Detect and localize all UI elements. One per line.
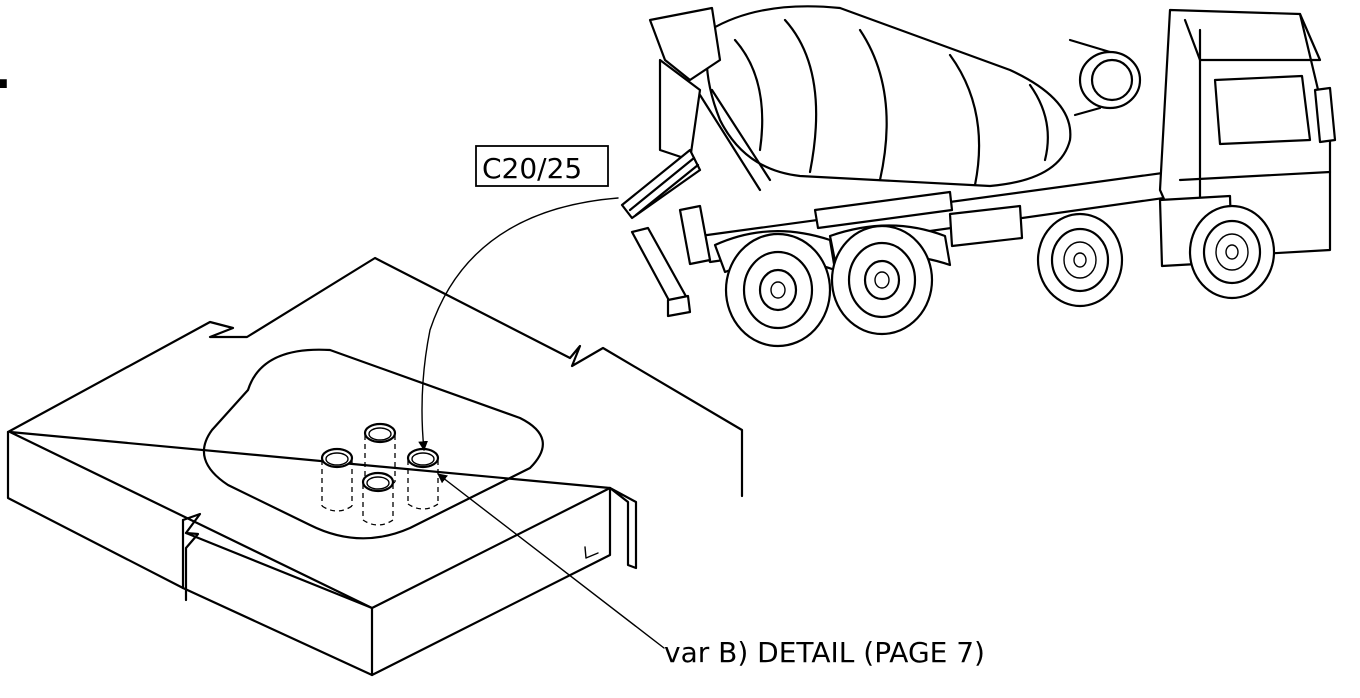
- cropped-text-fragment: .: [0, 45, 11, 99]
- anchor-sleeve: [406, 447, 440, 510]
- truck-wheel: [1036, 212, 1124, 308]
- concrete-grade-box: [475, 145, 609, 187]
- concrete-slab: [6, 256, 744, 677]
- truck-wheel: [724, 232, 832, 348]
- concrete-grade-label: C20/25: [482, 152, 582, 185]
- pour-arrow: [418, 197, 619, 451]
- anchor-sleeve: [361, 471, 395, 526]
- concrete-mixer-truck: [620, 5, 1337, 348]
- anchor-sleeves: [320, 422, 440, 526]
- detail-leader-line: [437, 473, 665, 649]
- anchor-sleeve: [320, 447, 354, 512]
- detail-reference-label: var B) DETAIL (PAGE 7): [664, 636, 985, 669]
- truck-wheel: [1188, 204, 1276, 300]
- truck-wheel: [830, 224, 934, 336]
